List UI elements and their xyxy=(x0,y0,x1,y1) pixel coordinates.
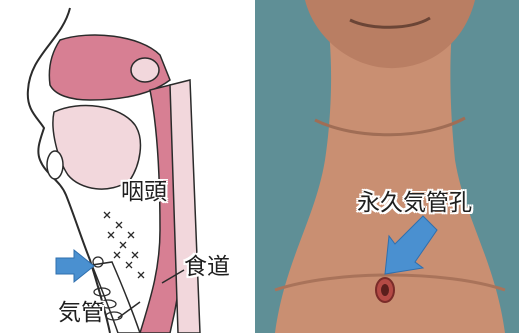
esophagus-label: 食道 xyxy=(184,256,230,279)
tongue xyxy=(53,106,141,190)
uvula xyxy=(47,151,63,179)
stoma-photo-panel: 永久気管孔 xyxy=(255,0,519,333)
anatomy-diagram-panel: 咽頭 食道 気管 xyxy=(0,0,246,333)
neck-photo xyxy=(255,0,519,333)
stoma-label: 永久気管孔 xyxy=(357,192,472,215)
adenoid xyxy=(131,58,159,82)
trachea-label: 気管 xyxy=(58,302,104,325)
pharynx-label: 咽頭 xyxy=(121,181,167,204)
anatomy-diagram xyxy=(0,0,246,333)
